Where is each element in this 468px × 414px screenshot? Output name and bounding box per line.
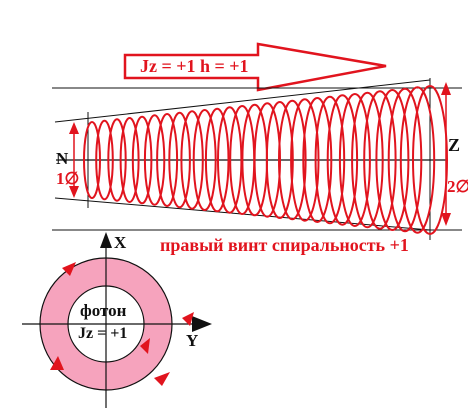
x-axis-arrowhead — [100, 232, 112, 248]
upper-cone-edge — [54, 79, 431, 123]
axis-x-label: X — [114, 233, 127, 252]
helix-coil — [265, 101, 294, 219]
caption: правый винт спиральность +1 — [160, 235, 409, 255]
axis-y-label: Y — [186, 331, 199, 350]
helix-coil — [338, 93, 371, 227]
rotation-arrow-icon — [182, 312, 194, 326]
helix-coil — [290, 98, 320, 222]
arrow-label: Jz = +1 h = +1 — [140, 56, 249, 76]
helix-coil — [399, 86, 436, 234]
helix-coil — [180, 110, 204, 210]
left-diameter-label: 1∅ — [56, 169, 80, 188]
helix-coil — [387, 87, 423, 233]
rotation-arrow-icon — [50, 356, 64, 370]
helix-coil — [412, 85, 448, 235]
rotation-arrow-icon — [62, 262, 76, 276]
right-diameter-label: 2∅ — [447, 177, 468, 196]
helix-coil — [363, 90, 397, 230]
helix-coil — [131, 115, 153, 205]
helix-coil — [204, 107, 230, 213]
direction-arrow-icon — [123, 42, 387, 92]
helix-coil — [192, 109, 217, 211]
dimension-arrow-icon — [69, 122, 79, 198]
helix-coil — [107, 118, 127, 202]
helix-coil — [326, 94, 359, 226]
helix-coil — [119, 117, 140, 203]
helix-coil — [351, 91, 384, 229]
helix-coil — [95, 119, 114, 201]
photon-title: фотон — [80, 301, 127, 320]
helix-coil — [156, 113, 179, 207]
photon-jz: Jz = +1 — [78, 325, 128, 342]
axis-n-label: N — [56, 149, 69, 168]
helix-coil — [278, 99, 307, 221]
y-axis-arrowhead — [192, 316, 212, 332]
helix-coil — [83, 121, 101, 199]
helix-coil — [302, 97, 333, 223]
helix-coil — [143, 114, 166, 206]
rotation-arrow-icon — [154, 372, 170, 386]
axis-z-label: Z — [448, 135, 461, 155]
helix-coil — [168, 111, 191, 209]
dimension-arrow-icon — [441, 82, 451, 226]
rotation-arrow-icon — [140, 338, 150, 354]
helix-coil — [375, 89, 410, 231]
helix-coil — [314, 95, 346, 225]
helix-coils — [83, 85, 448, 235]
